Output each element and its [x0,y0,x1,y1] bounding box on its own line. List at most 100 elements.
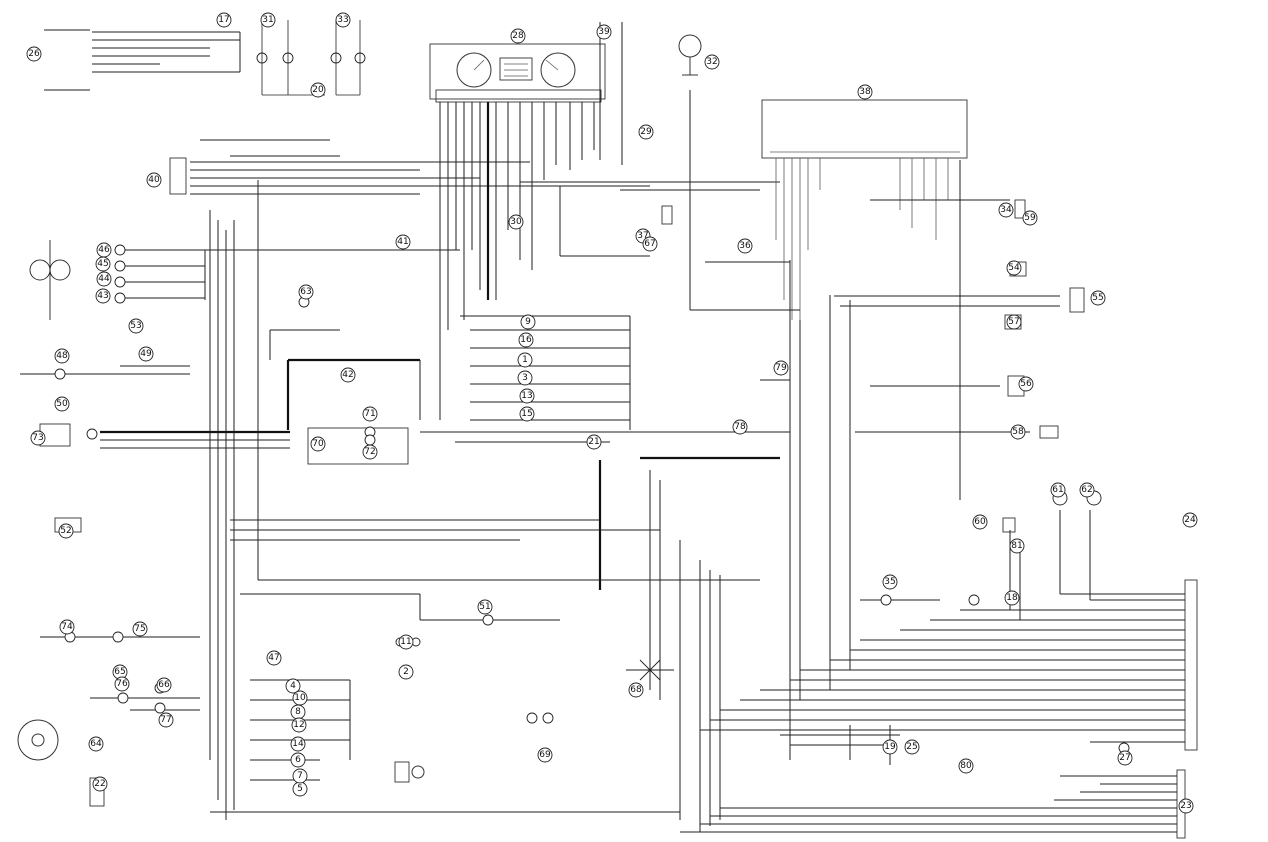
instrument-panel [429,43,606,103]
callout-54: 54 [1006,260,1022,276]
callout-76: 76 [114,676,130,692]
callout-number: 38 [859,87,871,97]
callout-number: 10 [294,693,306,703]
callout-8: 8 [290,704,306,720]
lamp-bottom-left [64,614,554,724]
callout-27: 27 [1117,750,1133,766]
lamps [54,20,1130,754]
callout-number: 19 [884,742,896,752]
callout-number: 15 [521,409,532,419]
callout-61: 61 [1050,482,1066,498]
callout-number: 31 [262,15,273,25]
callout-32: 32 [704,54,720,70]
wiring [20,22,1185,833]
lamp-right [880,490,1130,754]
callout-80: 80 [958,758,974,774]
callout-31: 31 [260,12,276,28]
callout-number: 28 [512,31,524,41]
callout-63: 63 [298,284,314,300]
callout-55: 55 [1090,290,1106,306]
callout-number: 35 [884,577,895,587]
callout-5: 5 [292,781,308,797]
callout-75: 75 [132,621,148,637]
callout-number: 43 [97,291,108,301]
callout-number: 7 [297,771,303,781]
callout-number: 12 [293,720,304,730]
callout-45: 45 [95,256,111,272]
callout-69: 69 [537,747,553,763]
callout-24: 24 [1182,512,1198,528]
callout-38: 38 [857,84,873,100]
callout-72: 72 [362,444,378,460]
lamp-left-column [54,244,376,458]
callout-number: 73 [32,433,43,443]
callout-number: 75 [134,624,145,634]
callout-21: 21 [586,434,602,450]
callout-47: 47 [266,650,282,666]
callout-48: 48 [54,348,70,364]
callout-number: 71 [364,409,375,419]
callout-number: 37 [637,231,648,241]
callout-number: 17 [218,15,229,25]
callout-4: 4 [285,678,301,694]
callout-29: 29 [638,124,654,140]
callout-number: 77 [160,715,171,725]
callout-20: 20 [310,82,326,98]
callout-49: 49 [138,346,154,362]
callout-number: 52 [60,526,71,536]
callout-number: 70 [312,439,324,449]
callout-number: 9 [525,317,531,327]
callout-number: 68 [630,685,642,695]
callout-60: 60 [972,514,988,530]
callout-number: 14 [292,739,304,749]
callout-23: 23 [1178,798,1194,814]
callout-25: 25 [904,739,920,755]
callout-53: 53 [128,318,144,334]
callout-number: 11 [400,637,411,647]
callout-number: 2 [403,667,409,677]
callout-22: 22 [92,776,108,792]
callout-number: 58 [1012,427,1024,437]
callout-number: 60 [974,517,986,527]
callout-77: 77 [158,712,174,728]
callout-number: 1 [522,355,528,365]
callout-6: 6 [290,752,306,768]
component-callouts: 1234567891011121314151617181920212223242… [26,12,1198,814]
callout-number: 78 [734,422,746,432]
callout-number: 50 [56,399,68,409]
callout-19: 19 [882,739,898,755]
callout-number: 40 [148,175,160,185]
callout-number: 45 [97,259,108,269]
callout-number: 54 [1008,263,1020,273]
callout-number: 62 [1081,485,1092,495]
callout-56: 56 [1018,376,1034,392]
callout-number: 80 [960,761,972,771]
callout-57: 57 [1006,314,1022,330]
callout-15: 15 [519,406,535,422]
callout-number: 20 [312,85,324,95]
callout-79: 79 [773,360,789,376]
callout-number: 44 [98,274,110,284]
callout-18: 18 [1004,590,1020,606]
callout-58: 58 [1010,424,1026,440]
callout-16: 16 [518,332,534,348]
callout-67: 67 [642,236,658,252]
callout-number: 5 [297,784,303,794]
callout-44: 44 [96,271,112,287]
callout-number: 32 [706,57,717,67]
callout-number: 6 [295,755,301,765]
callout-number: 24 [1184,515,1196,525]
callout-number: 25 [906,742,917,752]
light-switch-block [44,29,241,91]
callout-number: 57 [1008,317,1019,327]
callout-1: 1 [517,352,533,368]
switches [17,34,1085,807]
callout-14: 14 [290,736,306,752]
callout-number: 61 [1052,485,1063,495]
callout-number: 13 [521,391,532,401]
callout-62: 62 [1079,482,1095,498]
callout-number: 33 [337,15,348,25]
battery [54,517,105,807]
callout-number: 81 [1011,541,1022,551]
